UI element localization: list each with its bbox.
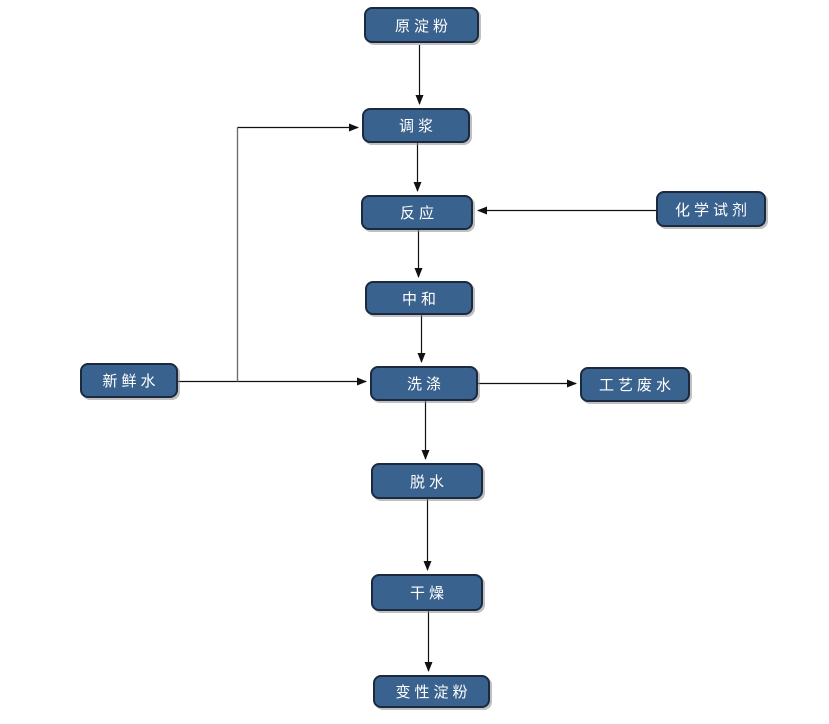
node-fresh-water: 新鲜水 <box>80 363 178 398</box>
node-washing: 洗涤 <box>370 366 478 401</box>
node-drying: 干燥 <box>371 574 483 611</box>
node-neutralization-label: 中和 <box>401 289 440 308</box>
node-raw-starch: 原淀粉 <box>364 7 479 43</box>
node-chemical-reagent: 化学试剂 <box>656 191 766 227</box>
node-reaction: 反应 <box>361 195 473 230</box>
node-slurry: 调浆 <box>362 108 470 143</box>
node-washing-label: 洗涤 <box>406 375 445 393</box>
node-reaction-label: 反应 <box>399 204 438 222</box>
node-dewatering-label: 脱水 <box>409 472 448 491</box>
node-modified-starch-label: 变性淀粉 <box>395 683 472 701</box>
node-process-wastewater-label: 工艺废水 <box>598 376 675 394</box>
node-neutralization: 中和 <box>365 281 473 315</box>
node-process-wastewater: 工艺废水 <box>580 367 690 402</box>
node-drying-label: 干燥 <box>409 584 448 602</box>
node-dewatering: 脱水 <box>371 463 483 499</box>
node-raw-starch-label: 原淀粉 <box>394 16 452 35</box>
node-fresh-water-label: 新鲜水 <box>102 372 160 390</box>
node-chemical-reagent-label: 化学试剂 <box>674 200 751 219</box>
node-slurry-label: 调浆 <box>398 117 437 135</box>
node-modified-starch: 变性淀粉 <box>373 675 490 708</box>
